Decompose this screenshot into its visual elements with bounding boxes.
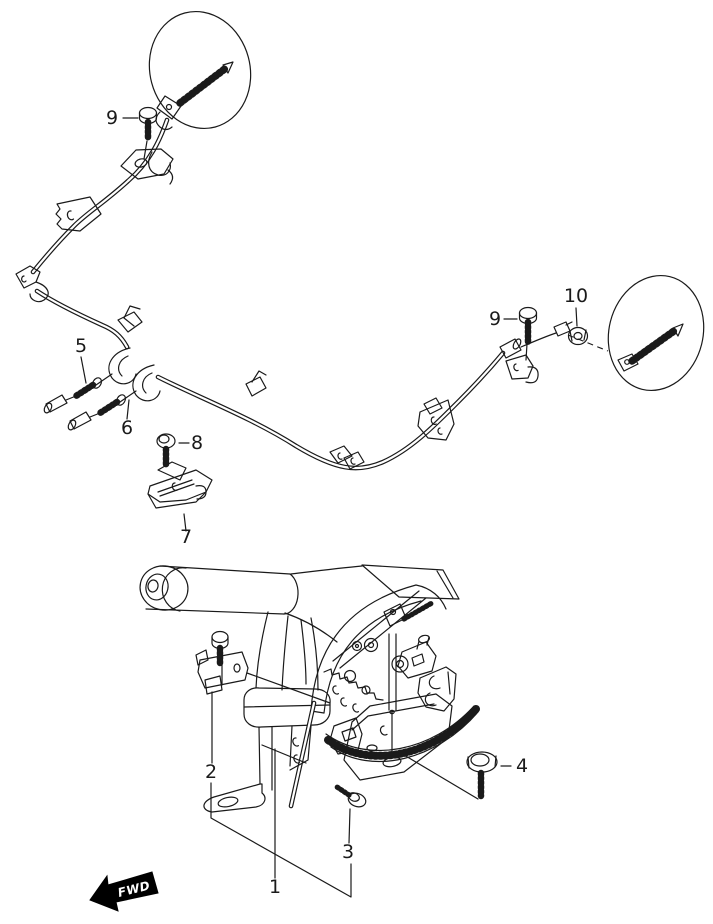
callout-3: 3 bbox=[342, 841, 354, 863]
fwd-arrow-icon bbox=[89, 871, 159, 912]
equalizer-fork bbox=[417, 666, 457, 712]
cable-end-6 bbox=[67, 364, 161, 431]
callout-5: 5 bbox=[75, 335, 87, 357]
right-rear-cable bbox=[155, 350, 506, 471]
bolt-8 bbox=[156, 433, 176, 470]
detail-circle-left bbox=[148, 10, 252, 131]
fwd-direction-arrow: FWD bbox=[89, 871, 159, 912]
callout-8: 8 bbox=[191, 432, 203, 454]
bolt-head bbox=[138, 106, 158, 120]
adjuster-threads-5 bbox=[72, 381, 97, 400]
release-rod-threads bbox=[401, 600, 435, 622]
grip-end-cap bbox=[139, 565, 189, 611]
ratchet-teeth bbox=[323, 668, 384, 701]
adjuster-threads-6 bbox=[96, 398, 121, 417]
body-bracket-left-upper bbox=[120, 148, 174, 185]
cable-clip-left bbox=[117, 305, 143, 333]
body-hook-bracket-right bbox=[505, 354, 539, 384]
boot-flange bbox=[243, 687, 331, 728]
bolt-9-left bbox=[138, 106, 158, 160]
screw-3 bbox=[334, 784, 367, 808]
cable-barrel-6 bbox=[69, 411, 92, 430]
cable-clip-a bbox=[245, 370, 267, 397]
detail-leader-dashed bbox=[567, 334, 609, 352]
body-hook-bracket-left bbox=[15, 265, 49, 303]
callout-10: 10 bbox=[564, 285, 588, 307]
callout-9-right: 9 bbox=[489, 308, 501, 330]
detail-circle-right bbox=[607, 274, 705, 392]
left-rear-cable bbox=[30, 117, 170, 350]
cable-clevis-left bbox=[156, 95, 182, 120]
callout-4: 4 bbox=[516, 755, 528, 777]
body-bracket-right-mid bbox=[417, 397, 455, 441]
lever-cover-plate bbox=[361, 564, 460, 600]
base-plate bbox=[343, 693, 453, 781]
callout-9-left: 9 bbox=[106, 107, 118, 129]
threaded-cable-end-right bbox=[628, 327, 678, 365]
threaded-cable-end-left bbox=[176, 64, 230, 107]
cable-end-5 bbox=[43, 347, 137, 414]
body-clamp-toothed bbox=[55, 196, 102, 232]
callout-6: 6 bbox=[121, 417, 133, 439]
lever-assembly bbox=[139, 564, 480, 813]
rod-tip bbox=[672, 323, 684, 337]
leader-lines bbox=[80, 117, 578, 898]
conduit-end-right bbox=[499, 321, 573, 359]
bolt-9-right bbox=[518, 306, 538, 361]
rod-tip bbox=[222, 61, 234, 74]
bolt-4 bbox=[398, 751, 498, 800]
bracket-7 bbox=[147, 461, 213, 509]
cable-clamp-2 bbox=[195, 630, 331, 704]
bracket-foot bbox=[203, 783, 266, 813]
cable-barrel-5 bbox=[45, 394, 68, 413]
callout-2: 2 bbox=[205, 761, 217, 783]
cable-clip-b bbox=[329, 445, 365, 470]
callout-7: 7 bbox=[180, 526, 192, 548]
callout-1: 1 bbox=[269, 876, 281, 898]
